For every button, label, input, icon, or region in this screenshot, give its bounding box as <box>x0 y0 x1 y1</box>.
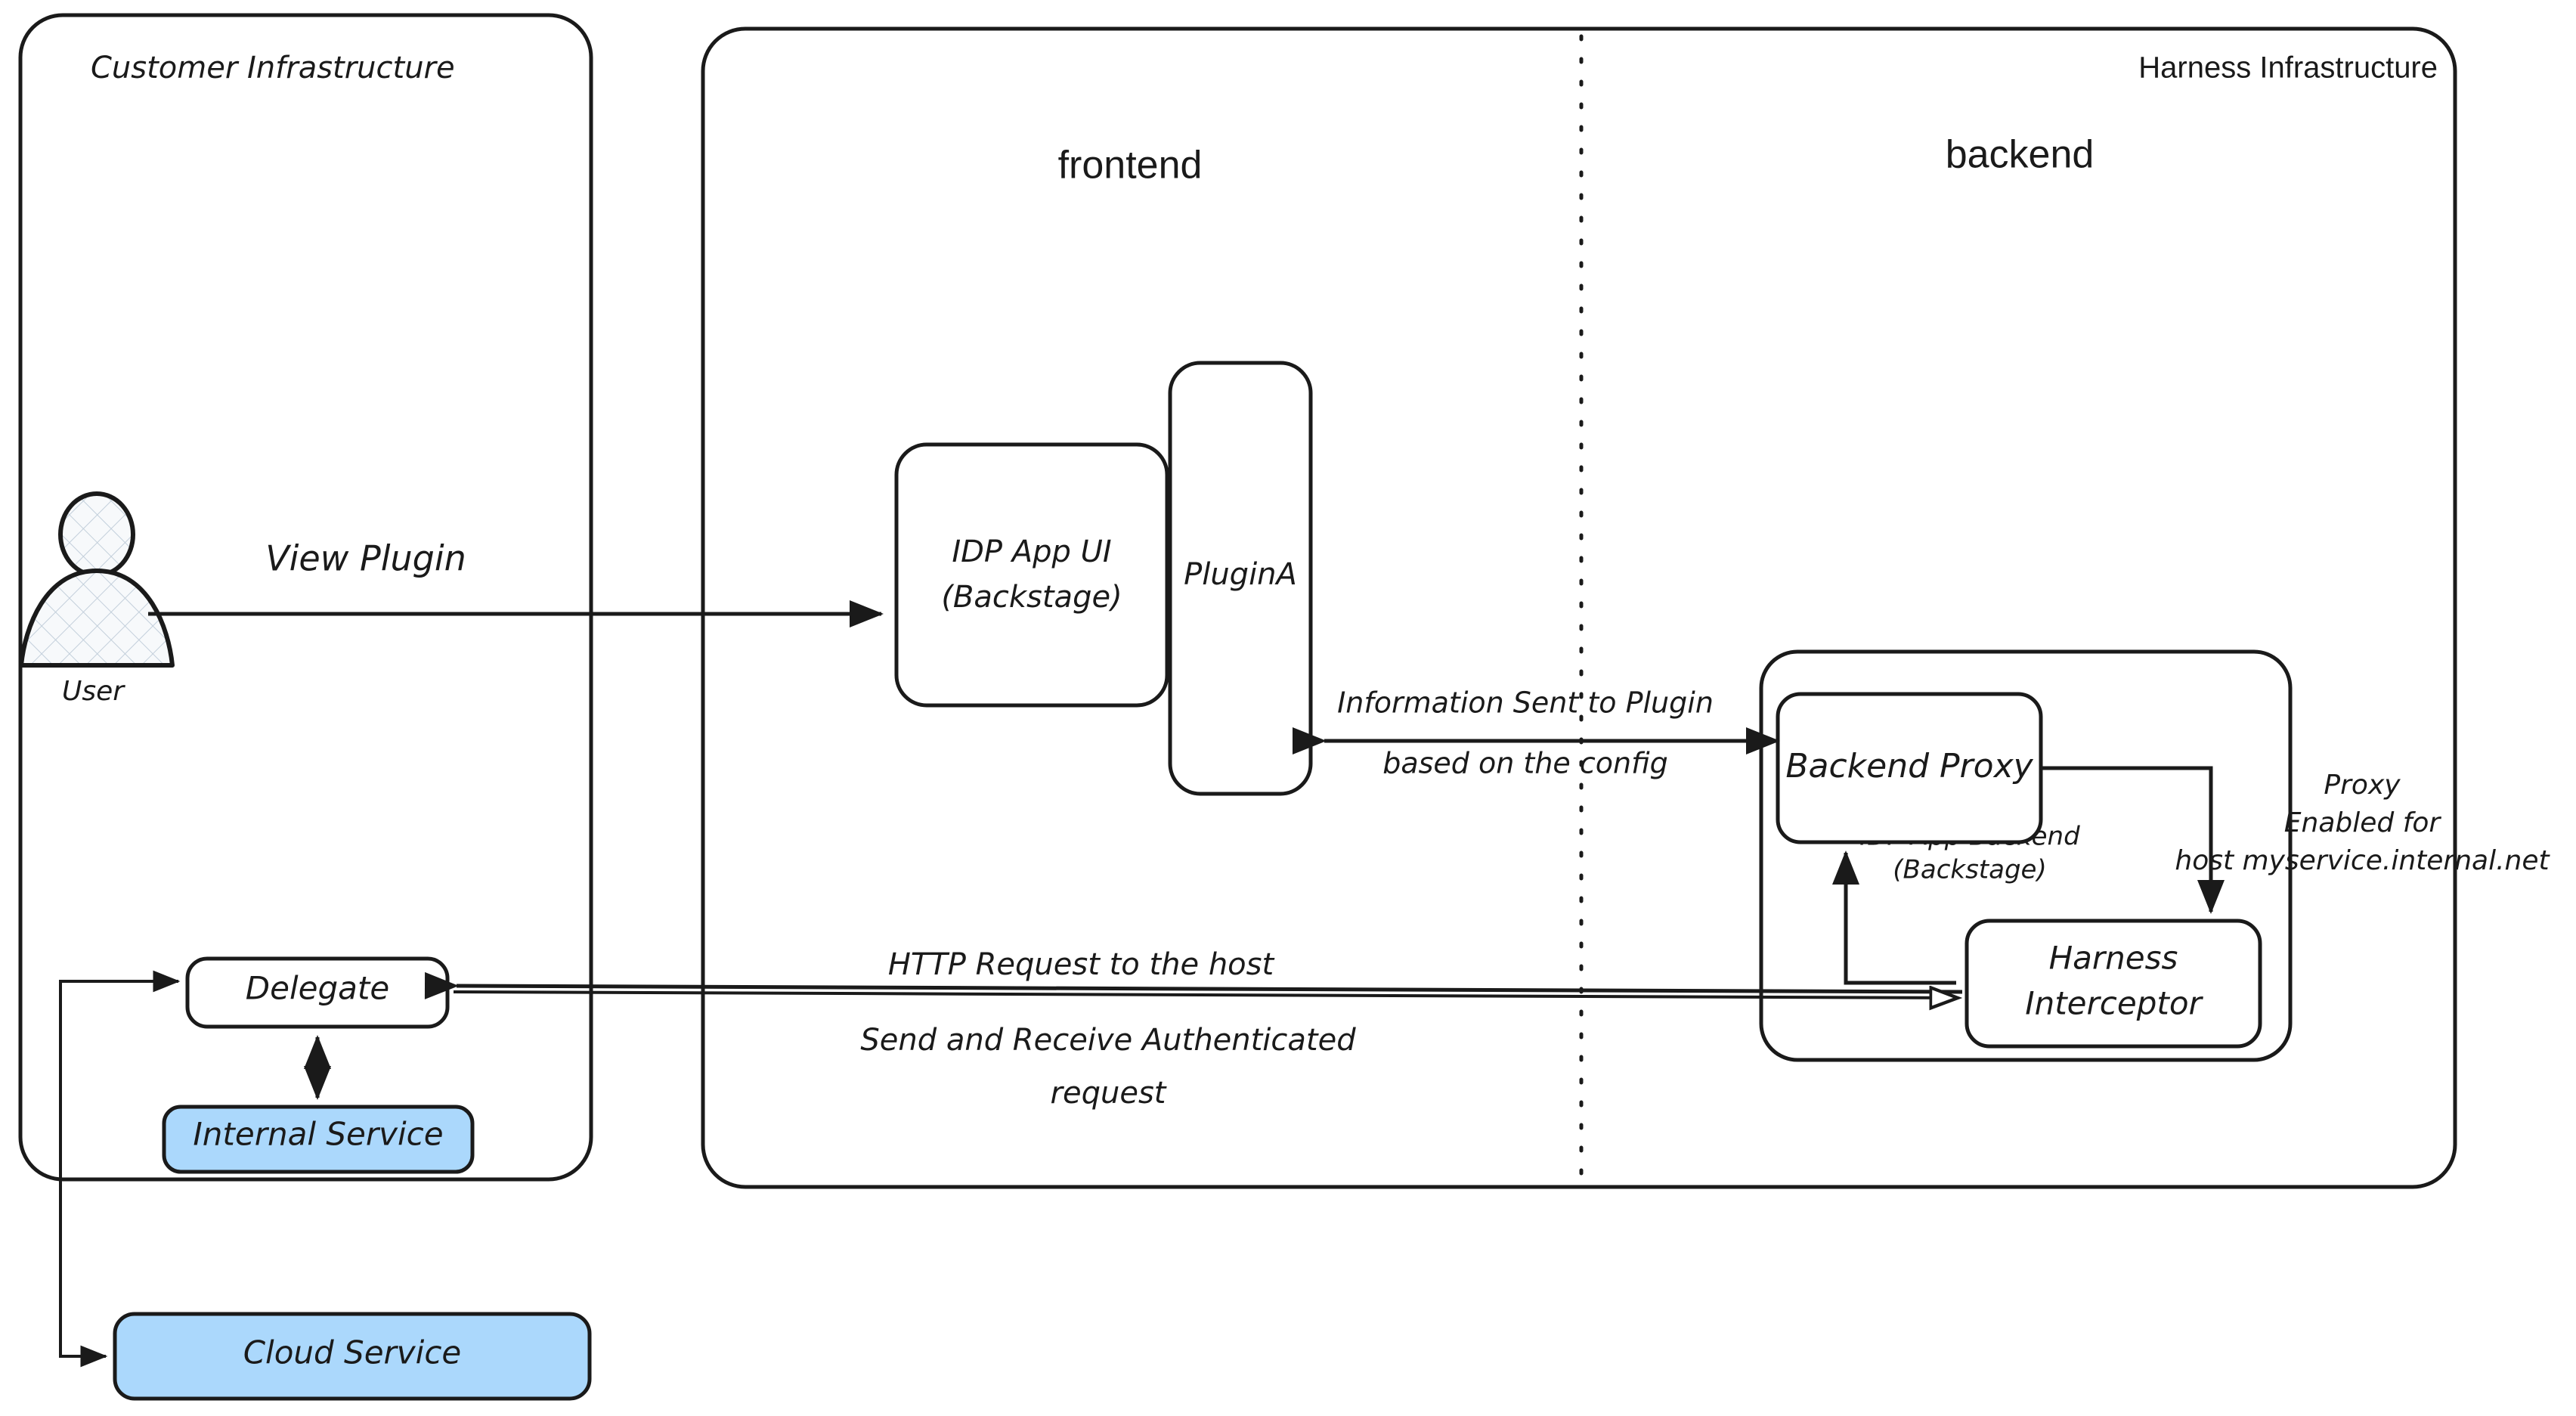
idp-app-ui-line2: (Backstage) <box>941 580 1122 615</box>
edge-interceptor-to-delegate: HTTP Request to the host <box>424 947 1963 999</box>
backend-proxy-label: Backend Proxy <box>1785 747 2033 785</box>
idp-app-ui-node[interactable]: IDP App UI (Backstage) <box>894 442 1169 708</box>
customer-infrastructure-label: Customer Infrastructure <box>91 51 455 85</box>
frontend-section-label: frontend <box>1058 144 1203 187</box>
delegate-node[interactable]: Delegate <box>185 956 450 1029</box>
harness-infrastructure-label: Harness Infrastructure <box>2138 51 2438 85</box>
edge-label-proxy-note-line2: Enabled for <box>2284 807 2442 838</box>
edge-label-send-receive-line1: Send and Receive Authenticated <box>860 1023 1356 1058</box>
plugin-a-box <box>1168 361 1313 796</box>
idp-app-backend-line2: (Backstage) <box>1893 855 2046 885</box>
harness-interceptor-box <box>1965 919 2262 1049</box>
edge-label-http-request: HTTP Request to the host <box>888 947 1275 982</box>
edge-label-info-sent-line2: based on the config <box>1382 747 1668 780</box>
cloud-service-label: Cloud Service <box>243 1334 462 1371</box>
edge-interceptor-to-backend-proxy <box>1832 850 1956 985</box>
edge-backend-proxy-to-interceptor: Proxy Enabled for host myservice.interna… <box>2041 766 2550 915</box>
delegate-label: Delegate <box>246 970 389 1007</box>
harness-infrastructure-container: Harness Infrastructure <box>701 26 2457 1189</box>
internal-service-box <box>162 1105 475 1174</box>
idp-app-backend-box <box>1759 649 2293 1062</box>
idp-app-ui-line1: IDP App UI <box>952 534 1111 569</box>
cloud-service-node[interactable]: Cloud Service <box>113 1312 592 1401</box>
harness-interceptor-line1: Harness <box>2049 940 2178 977</box>
harness-interceptor-node[interactable]: Harness Interceptor <box>1965 919 2262 1049</box>
edge-delegate-cloud-service <box>59 970 181 1368</box>
plugin-a-node[interactable]: PluginA <box>1168 361 1313 796</box>
edge-backend-proxy-to-plugin-a: Information Sent to Plugin based on the … <box>1293 686 1781 780</box>
edge-label-proxy-note-line3: host myservice.internal.net <box>2175 845 2550 876</box>
customer-infrastructure-box <box>18 13 593 1182</box>
plugin-a-label: PluginA <box>1184 557 1297 592</box>
harness-infrastructure-box <box>701 26 2457 1189</box>
idp-app-ui-box <box>894 442 1169 708</box>
customer-infrastructure-container: Customer Infrastructure <box>18 13 593 1182</box>
user-body-icon <box>19 569 175 668</box>
edge-label-info-sent-line1: Information Sent to Plugin <box>1337 686 1714 720</box>
edge-label-send-receive-line2: request <box>1051 1076 1167 1111</box>
edge-delegate-to-interceptor: Send and Receive Authenticated request <box>453 992 1958 1111</box>
user-actor[interactable]: User <box>19 491 175 707</box>
edge-user-to-idp-app-ui: View Plugin <box>148 538 884 627</box>
backend-section-label: backend <box>1946 133 2095 177</box>
edge-label-proxy-note-line1: Proxy <box>2324 770 2401 801</box>
harness-interceptor-line2: Interceptor <box>2025 985 2203 1022</box>
backend-proxy-node[interactable]: Backend Proxy <box>1776 692 2043 844</box>
user-head-icon <box>58 491 135 578</box>
internal-service-node[interactable]: Internal Service <box>162 1105 475 1174</box>
cloud-service-box <box>113 1312 592 1401</box>
edge-label-view-plugin: View Plugin <box>265 538 466 579</box>
internal-service-label: Internal Service <box>193 1116 443 1153</box>
user-label: User <box>62 676 125 707</box>
